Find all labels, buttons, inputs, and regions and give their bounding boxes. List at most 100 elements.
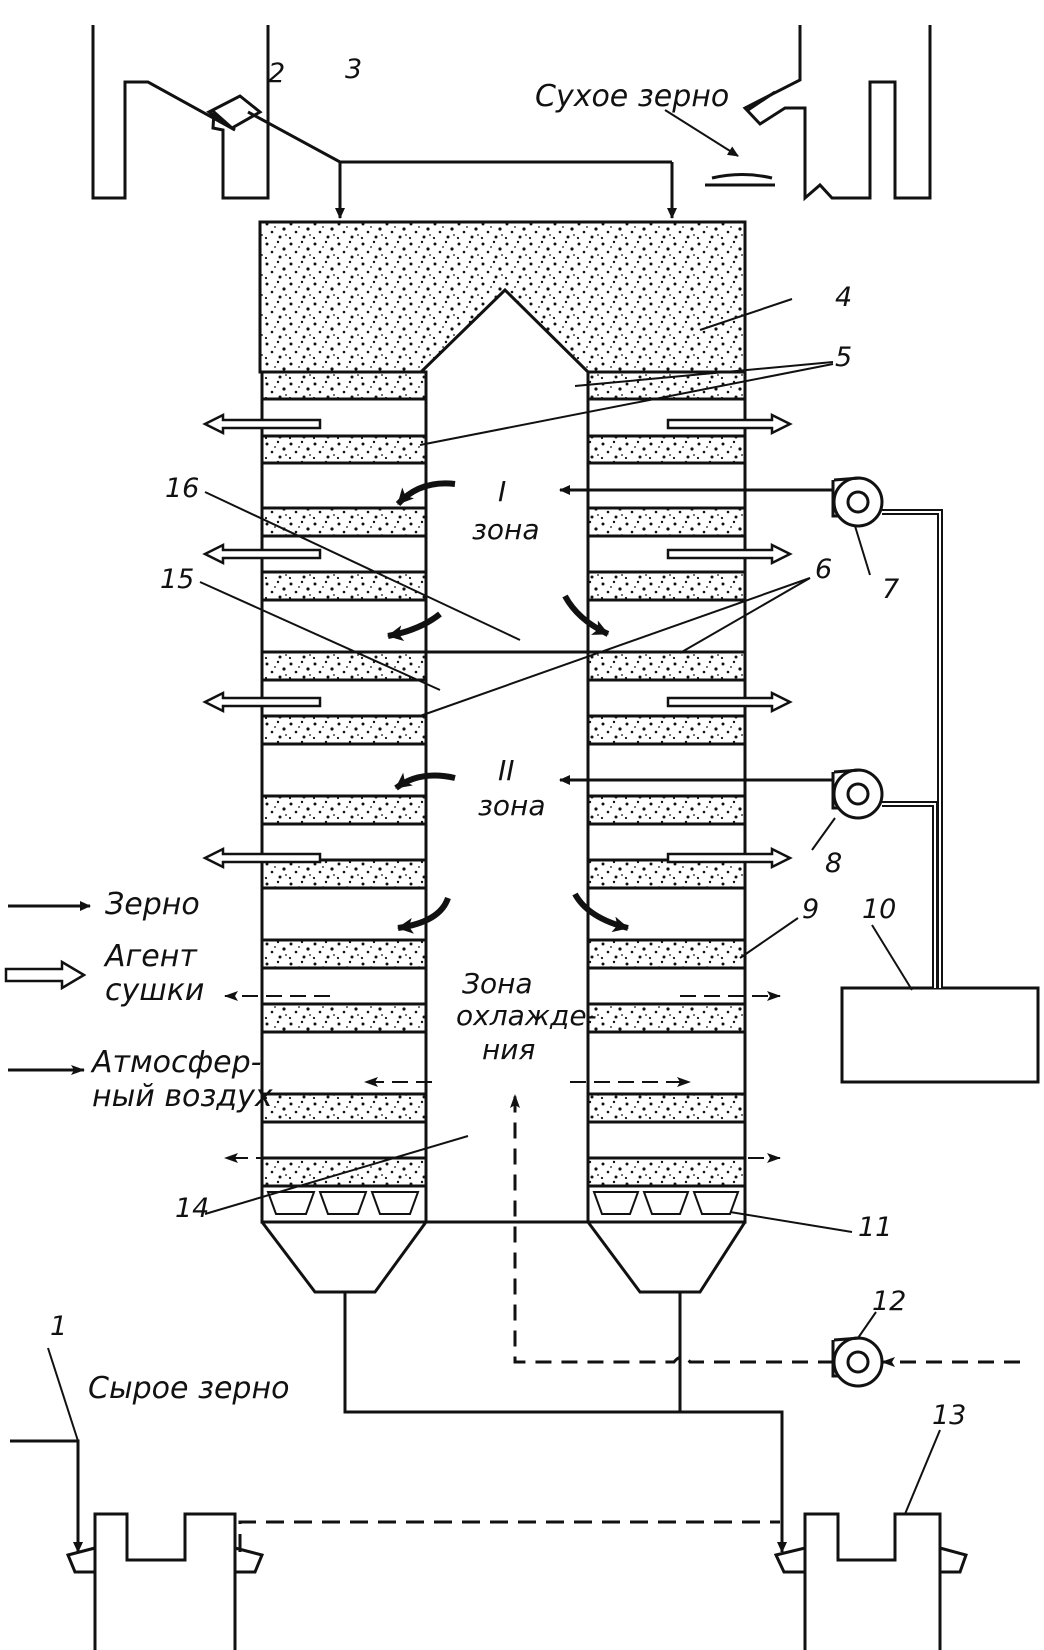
supply-hopper-body	[258, 220, 747, 374]
sluice-cell-left-3	[370, 1191, 420, 1215]
grain-layer-left-12	[260, 1156, 428, 1188]
grain-layer-right-9	[586, 938, 747, 970]
cooling-zone-line-1: Зона	[462, 967, 533, 1000]
callout-leaders	[199, 298, 941, 1515]
furnace-10	[840, 986, 1040, 1084]
dried-grain-elevator	[803, 1512, 942, 1650]
drying-agent-flow	[202, 412, 793, 870]
agent-exhaust-right-3	[666, 690, 793, 714]
leader-9	[739, 917, 799, 959]
agent-exhaust-left-3	[202, 690, 322, 714]
fan-8-housing	[832, 768, 884, 820]
top-elevators	[91, 25, 932, 202]
agent-exhaust-right-1	[666, 412, 793, 436]
internal-flow-arrows	[387, 480, 629, 934]
fan-7	[831, 476, 884, 528]
bottom-elevators	[10, 1347, 968, 1650]
agent-exhaust-right-2	[666, 542, 793, 566]
callout-8: 8	[825, 848, 842, 879]
fan-8	[831, 768, 884, 820]
leader-13	[904, 1429, 941, 1515]
leader-11	[729, 1211, 853, 1233]
agent-exhaust-left-1	[202, 412, 322, 436]
column-walls	[260, 372, 747, 1222]
fan-12-rotor	[846, 1350, 870, 1374]
callout-5: 5	[835, 342, 852, 373]
fan-7-rotor	[846, 490, 870, 514]
callout-14: 14	[175, 1193, 209, 1224]
leader-7	[854, 525, 871, 576]
legend-symbols	[4, 901, 91, 1075]
leader-6a	[679, 577, 811, 654]
raw-grain-feed	[10, 1439, 83, 1553]
leader-6b	[419, 577, 811, 717]
outlet-section	[260, 1184, 747, 1294]
cooling-zone-line-3: ния	[482, 1033, 535, 1066]
leader-12	[857, 1311, 877, 1339]
fan-8-top-edge	[833, 768, 861, 774]
grain-layer-left-3	[260, 506, 428, 538]
leader-16	[204, 491, 521, 641]
grain-layer-left-6	[260, 714, 428, 746]
loading-elevator-head	[91, 25, 270, 200]
fan-12-top-edge	[833, 1336, 861, 1342]
discharge-line	[343, 1292, 787, 1553]
dry-grain-leader	[664, 109, 739, 157]
callout-2: 2	[268, 58, 285, 89]
grain-layer-left-9	[260, 938, 428, 970]
zone-2-label: зона	[478, 789, 545, 822]
callout-labels: 1 2 3 4 5 6 7 8 9 10 11 12 13 14 15 16	[50, 54, 966, 1431]
discharge-piping	[343, 1292, 787, 1553]
supply-hopper	[258, 220, 747, 374]
fan-12-housing	[832, 1336, 884, 1388]
callout-9: 9	[802, 894, 819, 925]
sluice-cell-left-1	[266, 1191, 316, 1215]
dried-elevator-boot-right	[938, 1546, 968, 1574]
fan-12	[831, 1336, 884, 1388]
distribution-pipe	[247, 110, 677, 219]
leader-14	[204, 1135, 469, 1215]
unloading-elevator-head	[742, 25, 932, 202]
dry-grain-spout	[711, 173, 773, 180]
leader-5b	[419, 363, 834, 446]
curve-zone2-down-right	[572, 892, 629, 933]
callout-3: 3	[345, 54, 362, 85]
cooling-air-flow	[224, 991, 781, 1163]
callout-1: 1	[50, 1311, 67, 1342]
leader-10	[871, 924, 913, 991]
grain-layers	[260, 370, 747, 1188]
furnace-duct-zone2-inner	[882, 803, 936, 988]
curve-zone2-left	[394, 772, 456, 791]
fan-7-top-edge	[833, 476, 861, 482]
curve-zone1-down-right	[562, 594, 610, 637]
callout-16: 16	[165, 473, 199, 504]
legend-air-label-line-1: Атмосфер-	[90, 1045, 261, 1080]
zone-2-numeral: II	[498, 754, 515, 787]
cooling-zone-line-2: охлажде-	[456, 999, 597, 1032]
furnace-duct-zone1-inner	[882, 511, 941, 988]
callout-12: 12	[872, 1286, 906, 1317]
grain-layer-right-7	[586, 794, 747, 826]
legend: Зерно Агент сушки Атмосфер- ный воздух	[90, 887, 273, 1114]
callout-11: 11	[858, 1212, 892, 1243]
legend-grain-label: Зерно	[105, 887, 200, 922]
fans-and-furnace	[510, 476, 1040, 1388]
callout-15: 15	[160, 564, 194, 595]
raw-grain-leader	[47, 1347, 79, 1442]
callout-13: 13	[932, 1400, 966, 1431]
callout-7: 7	[882, 574, 899, 605]
agent-exhaust-left-4	[202, 846, 322, 870]
grain-layer-right-5	[586, 650, 747, 682]
zone-1-label: зона	[472, 513, 539, 546]
raw-elevator-boot-left	[65, 1546, 97, 1574]
dry-grain-chute	[747, 90, 776, 112]
curve-zone1-down-left	[387, 611, 442, 642]
grain-layer-right-6	[586, 714, 747, 746]
callout-6: 6	[815, 554, 832, 585]
grain-layer-left-7	[260, 794, 428, 826]
grain-layer-right-10	[586, 1002, 747, 1034]
raw-grain-elevator	[93, 1512, 237, 1650]
grain-layer-left-1	[260, 370, 428, 401]
grain-layer-left-2	[260, 434, 428, 465]
leader-4	[699, 298, 793, 331]
